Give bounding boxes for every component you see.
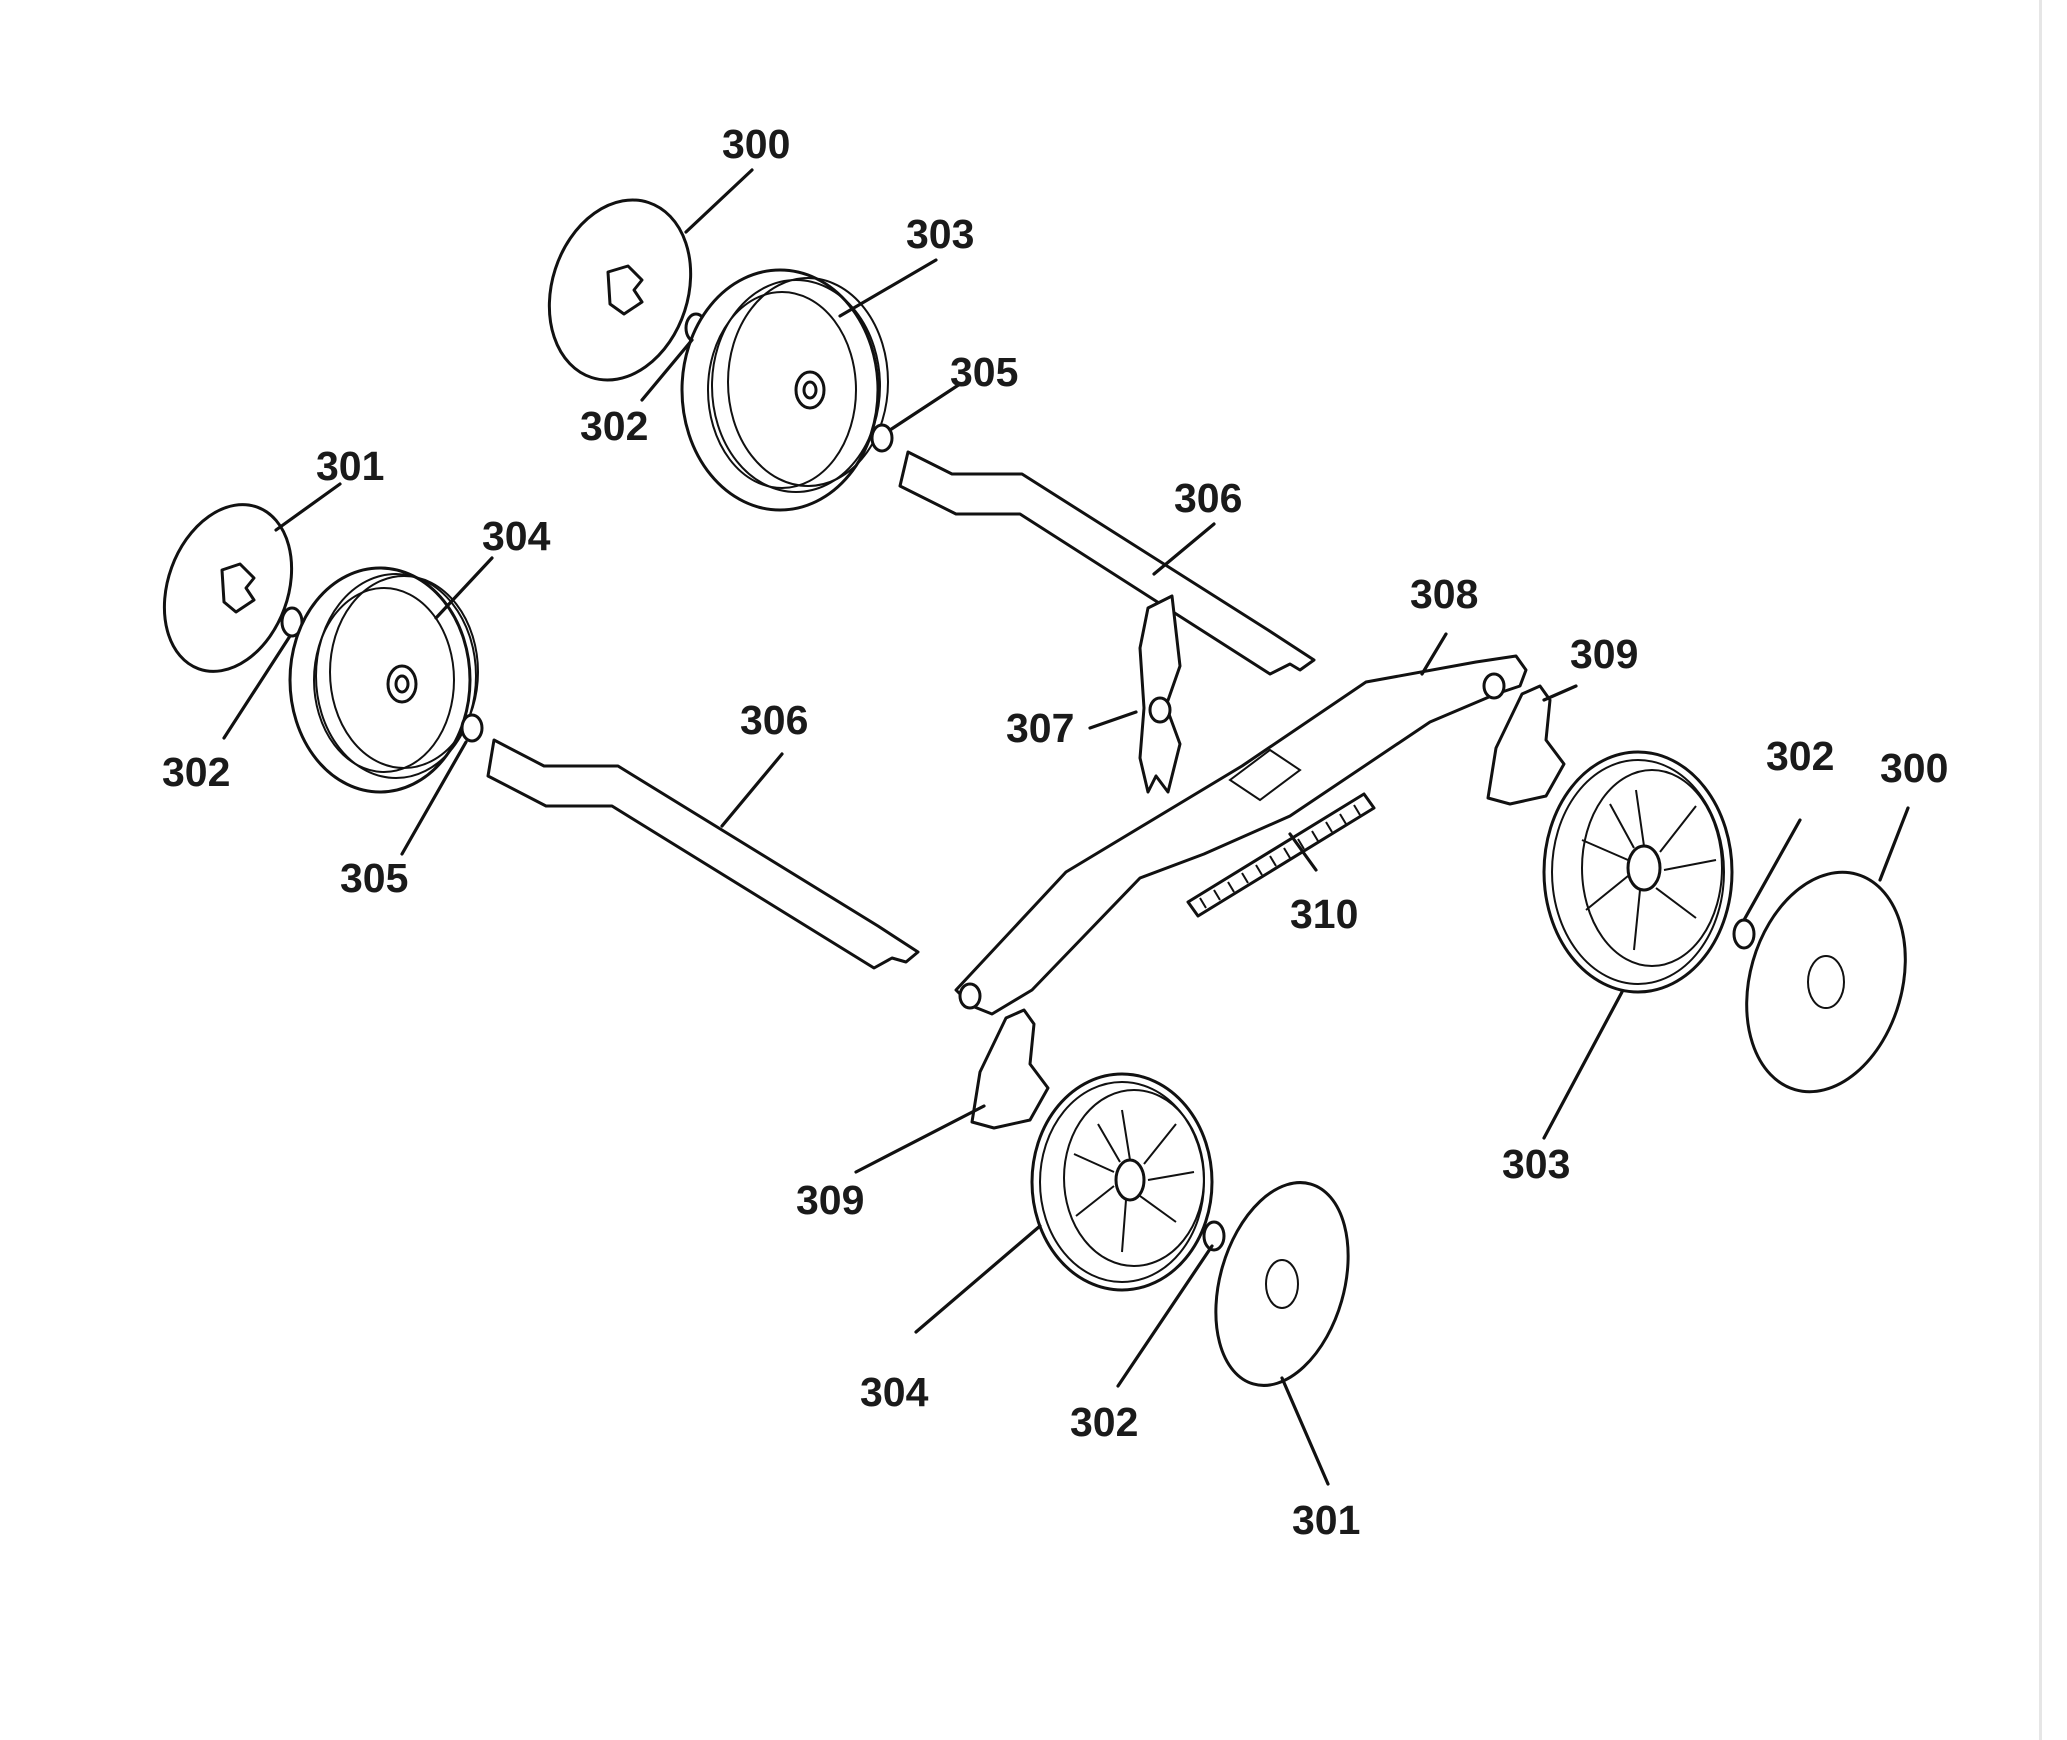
linkage-arm-308: [954, 654, 1528, 1016]
label-310: 310: [1290, 891, 1358, 937]
label-304-left: 304: [482, 513, 551, 559]
label-305-top: 305: [950, 349, 1018, 395]
label-309-right: 309: [1570, 631, 1638, 677]
label-303-top: 303: [906, 211, 974, 257]
label-300-top: 300: [722, 121, 790, 167]
label-303-right: 303: [1502, 1141, 1570, 1187]
page-edge-divider: [2039, 0, 2042, 1740]
axle-306-top: [898, 450, 1316, 676]
label-300-right: 300: [1880, 745, 1948, 791]
bracket-309-bottom: [970, 1008, 1050, 1130]
label-305-left: 305: [340, 855, 408, 901]
hub-cap-300-top: [547, 198, 693, 382]
hub-cap-300-right: [1745, 870, 1907, 1094]
wheel-304-bottom: [1030, 1072, 1214, 1292]
label-302-left: 302: [162, 749, 230, 795]
wheel-303-top: [680, 268, 889, 512]
label-306-left: 306: [740, 697, 808, 743]
label-304-bottom: 304: [860, 1369, 929, 1415]
label-301-left: 301: [316, 443, 384, 489]
part-number-labels: 300 303 302 305 301 304 302 305 306 306 …: [162, 121, 1948, 1543]
axle-306-left: [486, 738, 920, 970]
hub-cap-301-bottom: [1214, 1181, 1350, 1387]
leader-lines: [222, 168, 1910, 1486]
label-306-top: 306: [1174, 475, 1242, 521]
label-301-bottom: 301: [1292, 1497, 1360, 1543]
wheel-303-right: [1542, 750, 1734, 994]
washer-305-left: [460, 713, 484, 743]
label-309-bottom: 309: [796, 1177, 864, 1223]
washer-305-top: [870, 423, 894, 453]
washer-302-bottom: [1202, 1220, 1226, 1252]
height-adjuster-307: [1138, 594, 1182, 794]
hub-cap-301-left: [162, 503, 294, 673]
label-307: 307: [1006, 705, 1074, 751]
label-302-bottom: 302: [1070, 1399, 1138, 1445]
spring-310: [1186, 792, 1376, 918]
label-308: 308: [1410, 571, 1478, 617]
label-302-top: 302: [580, 403, 648, 449]
bracket-309-right: [1486, 684, 1566, 806]
washer-302-right: [1732, 918, 1756, 950]
wheel-304-left: [288, 566, 479, 794]
label-302-right: 302: [1766, 733, 1834, 779]
